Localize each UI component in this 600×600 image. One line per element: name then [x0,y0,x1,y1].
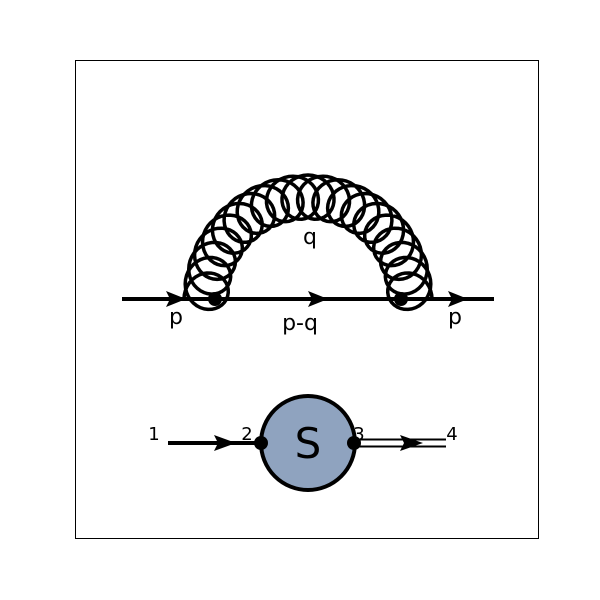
incoming-arrow [166,291,186,307]
vertex-label-3: 3 [353,424,364,445]
internal-arrow [308,291,328,307]
vertex-label-4: 4 [446,424,457,445]
self-energy-diagram: p p-q p q [122,173,494,336]
vertex-label-1: 1 [148,424,159,445]
blob-right-vertex [347,436,361,450]
incoming-momentum-label: p [169,305,183,330]
outgoing-momentum-label: p [448,305,462,330]
blob-outgoing-arrow [400,435,423,451]
blob-left-vertex [254,436,268,450]
left-vertex [208,292,222,306]
vertex-label-2: 2 [241,424,252,445]
blob-label: S [295,419,322,468]
outgoing-arrow [448,291,468,307]
diagram-frame [75,60,539,539]
blob-diagram: S 1 2 3 4 [148,394,458,492]
right-vertex [394,292,408,306]
gluon-momentum-label: q [303,225,317,250]
internal-momentum-label: p-q [282,311,318,336]
blob-incoming-arrow [214,435,236,451]
gluon-propagator [182,173,434,312]
